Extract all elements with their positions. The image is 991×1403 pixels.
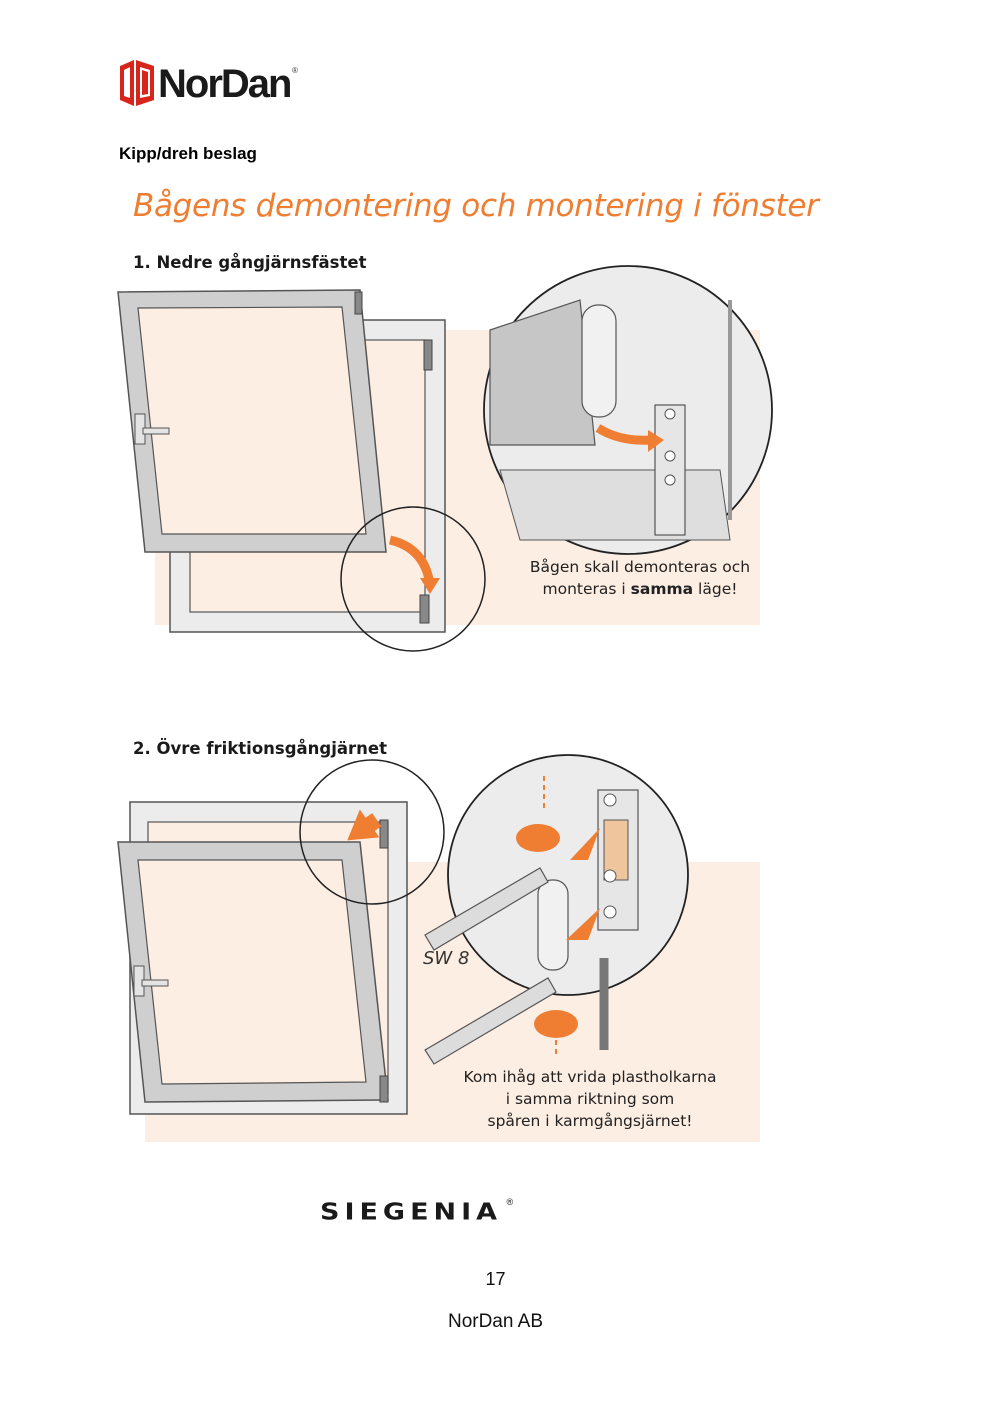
step1-note-emphasis: samma [630, 580, 694, 598]
nordan-logo: NorDan ® [118, 58, 308, 110]
step2-small-zoom-circle [299, 759, 445, 905]
step2-large-zoom-circle [447, 754, 689, 996]
siegenia-logo-text: SIEGENIA [320, 1199, 503, 1226]
nordan-logo-text: NorDan [158, 62, 292, 106]
registered-mark: ® [292, 66, 298, 75]
step1-large-zoom-circle [483, 265, 773, 555]
step2-sash [117, 819, 389, 1103]
step1-title: 1. Nedre gångjärnsfästet [133, 253, 367, 272]
wrench-tools [424, 776, 609, 1065]
step1-arrow-head-icon [420, 578, 440, 594]
step1-note-line1: Bågen skall demonteras och [529, 558, 751, 576]
step1-note-line2: monteras i samma läge! [500, 578, 780, 600]
step1-note-line2-post: läge! [693, 580, 738, 598]
footer: NorDan AB [447, 1311, 544, 1332]
step2-note-line1: Kom ihåg att vrida plastholkarna [463, 1068, 717, 1086]
step1-small-zoom-circle [340, 506, 486, 652]
nordan-logo-mark-icon [120, 60, 154, 106]
step2-note: Kom ihåg att vrida plastholkarna i samma… [420, 1066, 760, 1132]
step2-title: 2. Övre friktionsgångjärnet [133, 739, 387, 758]
step2-note-line2: i samma riktning som [505, 1090, 675, 1108]
step1-note-line2-pre: monteras i [542, 580, 631, 598]
section-heading: Kipp/dreh beslag [119, 144, 257, 163]
siegenia-logo: SIEGENIA ® [320, 1197, 580, 1237]
siegenia-registered-mark: ® [506, 1197, 514, 1207]
step2-note-line3: spåren i karmgångsjärnet! [487, 1112, 693, 1130]
step1-sash [117, 289, 387, 553]
illustration-title: Bågens demontering och montering i fönst… [133, 188, 819, 224]
step2-arrow-icon [347, 809, 382, 841]
page-number: 17 [485, 1269, 506, 1289]
step1-note: Bågen skall demonteras och monteras i sa… [500, 556, 780, 600]
tool-label: SW 8 [423, 948, 470, 969]
